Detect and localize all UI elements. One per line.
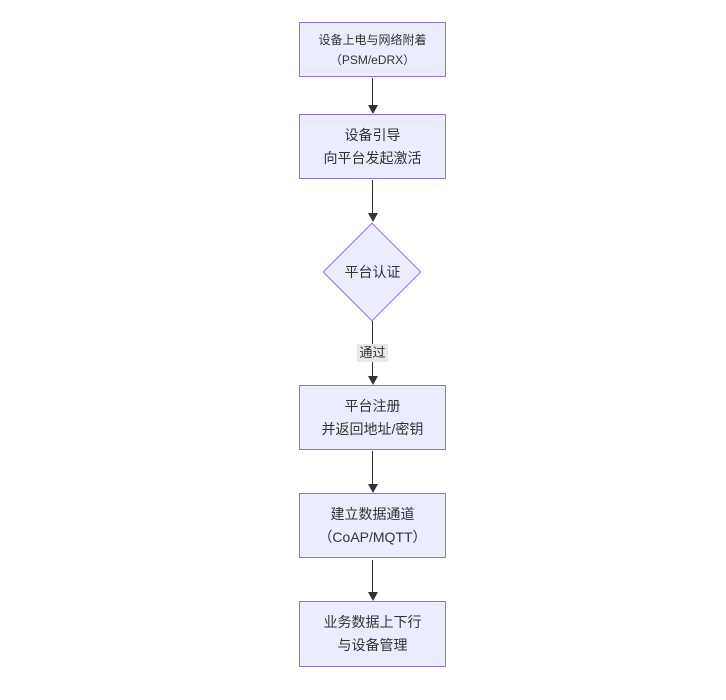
edge-line [372,180,373,213]
edge-line [372,78,373,105]
node-label-line: 并返回地址/密钥 [321,420,424,437]
edge-label-wrap: 通过 [299,344,446,362]
decision-label: 平台认证 [344,264,401,280]
edge-line [372,451,373,484]
node-device-bootstrap: 设备引导 向平台发起激活 [299,114,446,179]
node-label-line: 向平台发起激活 [323,149,422,166]
node-label-line: （PSM/eDRX） [329,52,416,67]
node-label-line: 与设备管理 [337,637,408,653]
node-label-line: 设备上电与网络附着 [318,32,427,47]
arrowhead-down-icon [367,484,378,493]
node-label-line: 设备引导 [344,126,401,143]
arrowhead-down-icon [367,213,378,222]
node-data-channel: 建立数据通道 （CoAP/MQTT） [299,493,446,558]
arrowhead-down-icon [367,376,378,385]
arrowhead-down-icon [367,105,378,114]
node-label-line: 建立数据通道 [330,505,415,522]
node-label-line: 业务数据上下行 [323,614,422,630]
node-label-line: 平台注册 [344,397,401,414]
node-platform-register: 平台注册 并返回地址/密钥 [299,385,446,450]
edge-line [372,560,373,592]
node-label-line: （CoAP/MQTT） [318,528,427,545]
node-business-data-mgmt: 业务数据上下行 与设备管理 [299,601,446,667]
arrowhead-down-icon [367,592,378,601]
edge-label-pass: 通过 [357,344,388,362]
node-device-power-attach: 设备上电与网络附着 （PSM/eDRX） [299,22,446,77]
